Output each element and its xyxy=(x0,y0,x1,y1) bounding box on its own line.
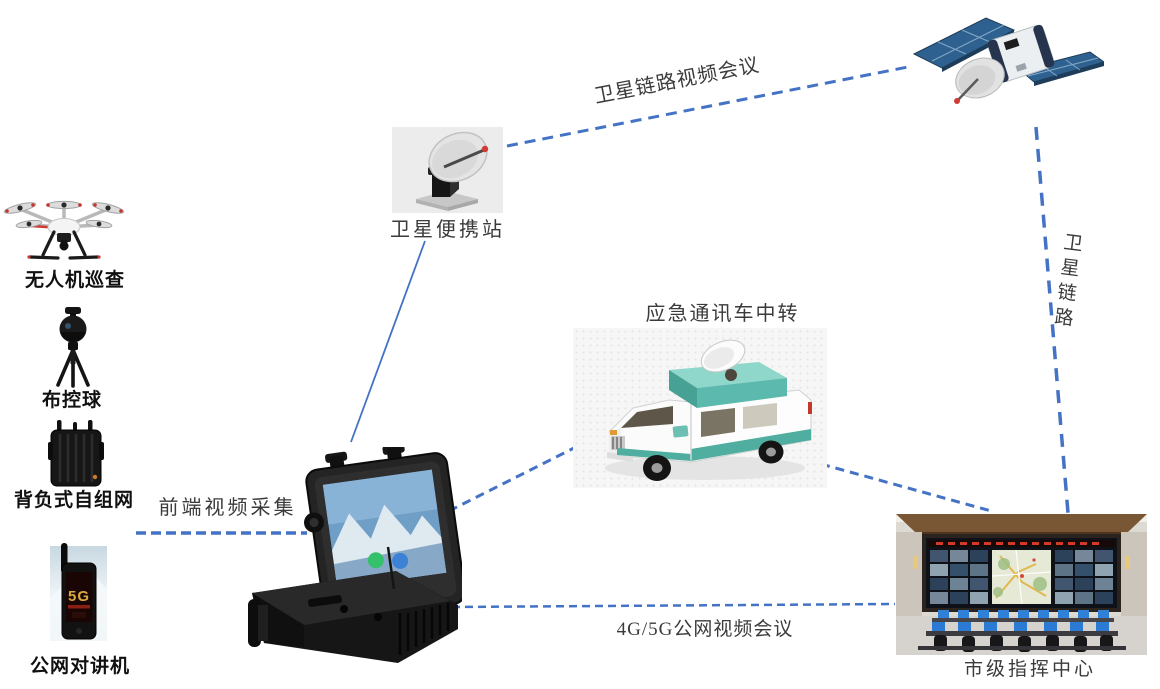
drone-icon xyxy=(3,200,125,260)
rugged-case-terminal-icon xyxy=(248,447,462,663)
edge-terminal-vehicle-line xyxy=(448,444,579,513)
node-drone xyxy=(3,196,125,272)
walkie-label: 公网对讲机 xyxy=(29,656,130,677)
drone-label: 无人机巡查 xyxy=(24,270,125,291)
node-satellite xyxy=(908,8,1104,112)
edge-vehicle-command-line xyxy=(820,462,992,513)
edge-station-terminal-line xyxy=(350,240,426,443)
node-surveillance-ball xyxy=(50,306,96,390)
node-command-center xyxy=(896,514,1147,655)
edge-public-network-label: 4G/5G公网视频会议 xyxy=(616,619,794,640)
edge-frontend-video-label: 前端视频采集 xyxy=(158,497,297,519)
satellite-dish-station-icon xyxy=(392,127,503,213)
satellite-icon xyxy=(912,17,1104,104)
comms-vehicle-icon xyxy=(573,328,827,488)
walkie-screen-5g-text: 5G xyxy=(68,588,90,605)
node-satellite-station xyxy=(392,127,503,213)
command-center-label: 市级指挥中心 xyxy=(963,659,1096,680)
surveillance-ball-label: 布控球 xyxy=(41,390,102,411)
node-walkie: 5G xyxy=(48,543,109,646)
satellite-station-label: 卫星便携站 xyxy=(390,219,505,241)
edge-public-network-line xyxy=(451,602,896,609)
ptz-ball-camera-icon xyxy=(56,307,90,388)
edge-satellite-conference-line xyxy=(506,64,914,148)
node-vehicle xyxy=(573,328,827,488)
backpack-radio-label: 背负式自组网 xyxy=(14,490,135,511)
node-portable-terminal xyxy=(248,447,462,668)
handset-5g-icon: 5G xyxy=(50,543,107,641)
vehicle-label: 应急通讯车中转 xyxy=(645,303,800,325)
backpack-radio-icon xyxy=(48,420,104,487)
command-center-room-icon xyxy=(896,514,1147,655)
node-backpack-radio xyxy=(48,420,104,487)
